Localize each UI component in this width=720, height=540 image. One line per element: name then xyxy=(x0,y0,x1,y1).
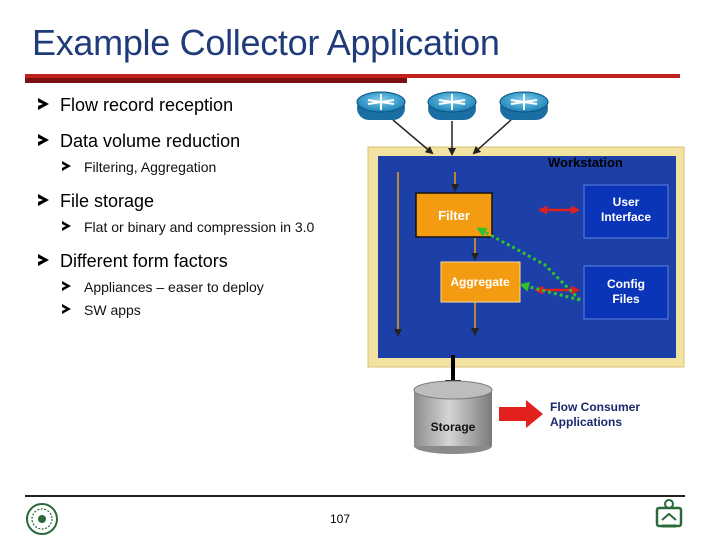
subbullet-text: Flat or binary and compression in 3.0 xyxy=(84,219,315,235)
bullet-file-storage: File storage xyxy=(38,190,368,212)
computer-person-icon xyxy=(655,499,683,528)
page-number: 107 xyxy=(330,512,351,526)
user-interface-box xyxy=(583,184,669,239)
router-icon xyxy=(499,91,549,120)
subbullet-text: Appliances – easer to deploy xyxy=(84,279,264,295)
bullet-text: File storage xyxy=(60,191,155,211)
config-files-label-line2: Files xyxy=(612,292,640,306)
bullet-list: Flow record reception Data volume reduct… xyxy=(38,94,368,319)
bullet-arrow-icon xyxy=(38,254,49,266)
config-to-aggregate-green-arrow xyxy=(519,281,581,302)
subbullet-text: Filtering, Aggregation xyxy=(84,159,217,175)
user-interface-label-line2: Interface xyxy=(601,210,651,224)
workstation-label: Workstation xyxy=(548,155,623,170)
to-consumer-arrow xyxy=(499,400,543,428)
config-files-box xyxy=(583,265,669,320)
bullet-text: Data volume reduction xyxy=(60,131,241,151)
university-seal-logo xyxy=(26,503,58,535)
subbullet-arrow-icon xyxy=(62,281,71,291)
router-icon xyxy=(356,91,406,120)
subbullet-text: SW apps xyxy=(84,302,141,318)
user-interface-label-line1: User xyxy=(613,195,640,209)
footer-rule xyxy=(25,495,685,497)
bullet-arrow-icon xyxy=(38,98,49,110)
flow-consumer-label-line2: Applications xyxy=(550,415,622,429)
subbullet-arrow-icon xyxy=(62,221,71,231)
bullet-different-form-factors: Different form factors xyxy=(38,250,368,272)
subbullet-sw-apps: SW apps xyxy=(38,301,368,319)
title-underline-dark xyxy=(25,78,407,83)
storage-label: Storage xyxy=(431,420,476,434)
bullet-arrow-icon xyxy=(38,194,49,206)
subbullet-appliances: Appliances – easer to deploy xyxy=(38,278,368,296)
subbullet-filtering-aggregation: Filtering, Aggregation xyxy=(38,158,368,176)
router-arrow xyxy=(472,119,512,155)
config-to-filter-green-arrow xyxy=(476,227,582,302)
bullet-flow-record-reception: Flow record reception xyxy=(38,94,368,116)
flow-consumer-label-line1: Flow Consumer xyxy=(550,400,640,414)
bullet-text: Flow record reception xyxy=(60,95,234,115)
bullet-text: Different form factors xyxy=(60,251,228,271)
aggregate-box xyxy=(440,261,521,303)
slide-title: Example Collector Application xyxy=(32,22,500,63)
router-icon xyxy=(427,91,477,120)
subbullet-flat-or-binary: Flat or binary and compression in 3.0 xyxy=(38,218,368,236)
bullet-data-volume-reduction: Data volume reduction xyxy=(38,130,368,152)
subbullet-arrow-icon xyxy=(62,304,71,314)
storage-cylinder xyxy=(413,380,493,454)
subbullet-arrow-icon xyxy=(62,161,71,171)
config-files-label-line1: Config xyxy=(607,277,645,291)
bullet-arrow-icon xyxy=(38,134,49,146)
title-underline-red xyxy=(25,74,680,78)
router-arrow xyxy=(392,119,434,155)
filter-label: Filter xyxy=(438,208,470,223)
aggregate-label: Aggregate xyxy=(450,275,510,289)
